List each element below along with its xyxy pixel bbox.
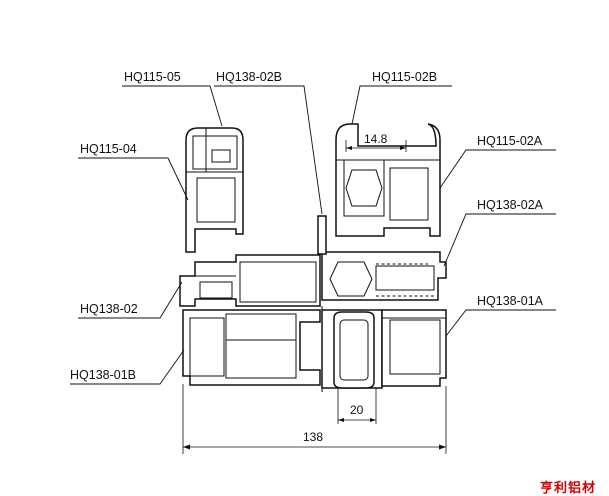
label-hq115-02b: HQ115-02B xyxy=(351,70,452,125)
outer-frame-right-profile xyxy=(381,309,447,387)
svg-text:HQ138-02: HQ138-02 xyxy=(80,302,138,316)
left-sash-profile xyxy=(185,127,244,253)
right-sash-profile xyxy=(335,123,441,237)
right-frame-profile xyxy=(321,251,447,301)
svg-text:HQ115-02B: HQ115-02B xyxy=(372,70,437,84)
dimension-overall-width: 138 xyxy=(182,384,447,454)
label-hq115-05: HQ115-05 xyxy=(122,70,223,127)
svg-text:HQ115-04: HQ115-04 xyxy=(80,142,137,156)
label-hq115-04: HQ115-04 xyxy=(78,142,189,201)
outer-frame-left-profile xyxy=(182,309,321,386)
dimension-overall-width-value: 138 xyxy=(303,430,323,444)
svg-text:HQ138-01A: HQ138-01A xyxy=(477,294,544,308)
svg-text:HQ115-05: HQ115-05 xyxy=(124,70,181,84)
dimension-mullion-width-value: 20 xyxy=(350,403,364,417)
watermark-text: 亨利铝材 xyxy=(540,480,596,496)
svg-text:HQ115-02A: HQ115-02A xyxy=(477,134,543,148)
svg-text:HQ138-02B: HQ138-02B xyxy=(216,70,282,84)
svg-text:HQ138-01B: HQ138-01B xyxy=(70,368,136,382)
label-hq115-02a: HQ115-02A xyxy=(439,134,556,189)
label-hq138-01a: HQ138-01A xyxy=(445,294,556,337)
label-hq138-01b: HQ138-01B xyxy=(70,349,185,385)
dimension-top-gap-value: 14.8 xyxy=(364,132,388,146)
dimension-mullion-width: 20 xyxy=(337,388,377,424)
left-frame-profile xyxy=(179,254,321,307)
dimension-top-gap: 14.8 xyxy=(345,132,407,152)
label-hq138-02: HQ138-02 xyxy=(78,281,183,319)
glazing-bead-profile xyxy=(317,215,327,255)
label-hq138-02a: HQ138-02A xyxy=(443,198,556,267)
label-hq138-02b: HQ138-02B xyxy=(214,70,323,215)
mullion-profile xyxy=(321,306,383,392)
svg-text:HQ138-02A: HQ138-02A xyxy=(477,198,544,212)
